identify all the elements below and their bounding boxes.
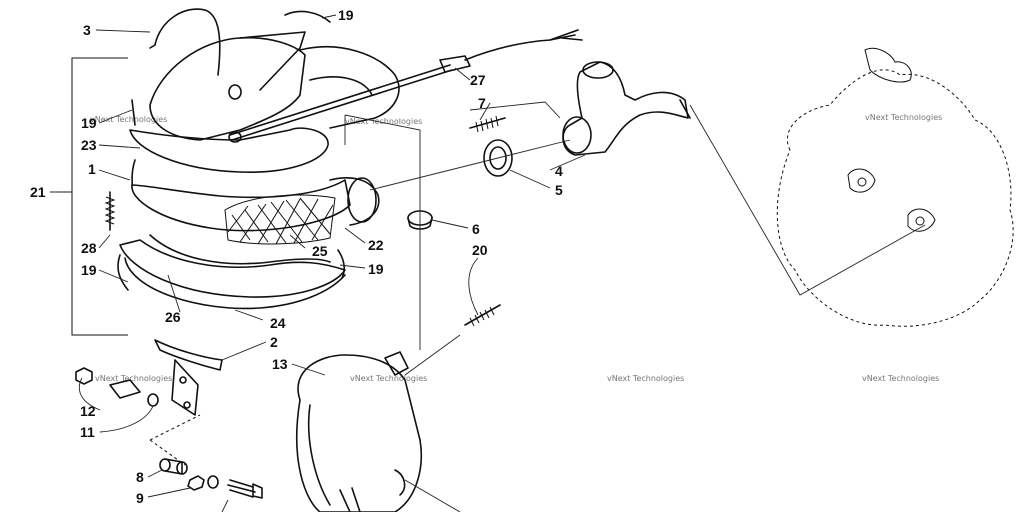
upper-pipe-bend <box>299 46 400 129</box>
expansion-chamber-assembly <box>117 8 400 310</box>
callout-1: 1 <box>88 161 96 177</box>
watermark-5: vNext Technologies <box>350 374 427 383</box>
outlet-tube-opening <box>347 177 377 223</box>
callout-20: 20 <box>472 242 488 258</box>
callout-5: 5 <box>555 182 563 198</box>
mesh-insulation <box>224 194 336 245</box>
callout-23: 23 <box>81 137 97 153</box>
callout-11: 11 <box>80 424 95 440</box>
bolt <box>227 479 263 499</box>
canister-bracket <box>239 31 306 91</box>
seal-ring-5 <box>483 139 513 177</box>
lower-shield-inner <box>149 234 331 265</box>
spring-lower-right <box>337 249 345 279</box>
callout-26: 26 <box>165 309 181 325</box>
watermark-3: vNext Technologies <box>865 113 942 122</box>
callout-8: 8 <box>136 469 144 485</box>
callout-3: 3 <box>83 22 91 38</box>
spring-left <box>131 99 136 126</box>
center-axis-line <box>369 139 571 191</box>
callout-28: 28 <box>81 240 97 256</box>
spring-28 <box>104 191 116 231</box>
coil-middle <box>131 179 351 232</box>
callout-2: 2 <box>270 334 278 350</box>
outlet-tube-end <box>329 177 380 226</box>
mesh-pattern <box>227 197 334 245</box>
muffler-tail-line <box>404 479 461 512</box>
callout-12: 12 <box>80 403 96 419</box>
spring-lower-left <box>117 254 129 291</box>
spring-7 <box>469 115 506 133</box>
callout-19-lower: 19 <box>81 262 97 278</box>
watermark-7: vNext Technologies <box>862 374 939 383</box>
sensor-cable <box>228 29 583 143</box>
callout-25: 25 <box>312 243 328 259</box>
watermark-1: vNext Technologies <box>90 115 167 124</box>
callout-4: 4 <box>555 163 563 179</box>
leader-lines <box>78 14 586 512</box>
assembly-bracket <box>71 57 128 336</box>
callout-9: 9 <box>136 490 144 506</box>
spring-20 <box>464 304 501 327</box>
engine-outline <box>776 47 1014 327</box>
callout-6: 6 <box>472 221 480 237</box>
hanger-wire <box>154 8 221 76</box>
hanger-hook <box>149 44 156 49</box>
callout-21: 21 <box>30 184 46 200</box>
watermark-4: vNext Technologies <box>95 374 172 383</box>
muffler <box>295 351 423 512</box>
nut-12 <box>75 367 93 385</box>
callout-19-top: 19 <box>338 7 354 23</box>
coil-front-band <box>129 127 329 173</box>
washer-10 <box>207 475 219 489</box>
callout-13: 13 <box>272 356 288 372</box>
plate-block <box>109 379 141 399</box>
callout-22: 22 <box>368 237 384 253</box>
lower-shield-outer <box>124 257 346 310</box>
coil-side <box>131 159 136 186</box>
frame-line-3 <box>469 101 561 119</box>
nut-9 <box>187 475 205 491</box>
frame-line-2 <box>344 114 421 350</box>
spacer-8 <box>159 458 188 475</box>
mount-bracket <box>154 339 223 416</box>
watermark-6: vNext Technologies <box>607 374 684 383</box>
watermarks: vNext Technologies vNext Technologies vN… <box>90 113 942 383</box>
callout-7: 7 <box>478 95 486 111</box>
spring-top <box>284 10 331 23</box>
callout-27: 27 <box>470 72 486 88</box>
callout-labels: 3 19 27 7 19 23 1 21 28 25 22 19 19 26 2… <box>30 7 563 506</box>
watermark-2: vNext Technologies <box>345 117 422 126</box>
muffler-link-line <box>404 334 461 376</box>
dash-lines-hardware <box>149 414 201 466</box>
callout-19-left: 19 <box>81 115 97 131</box>
callout-24: 24 <box>270 315 286 331</box>
engine-link-line <box>689 104 926 296</box>
washer-11 <box>147 393 159 407</box>
exhaust-manifold <box>562 61 691 156</box>
callout-19-right: 19 <box>368 261 384 277</box>
canister-port <box>228 84 242 100</box>
